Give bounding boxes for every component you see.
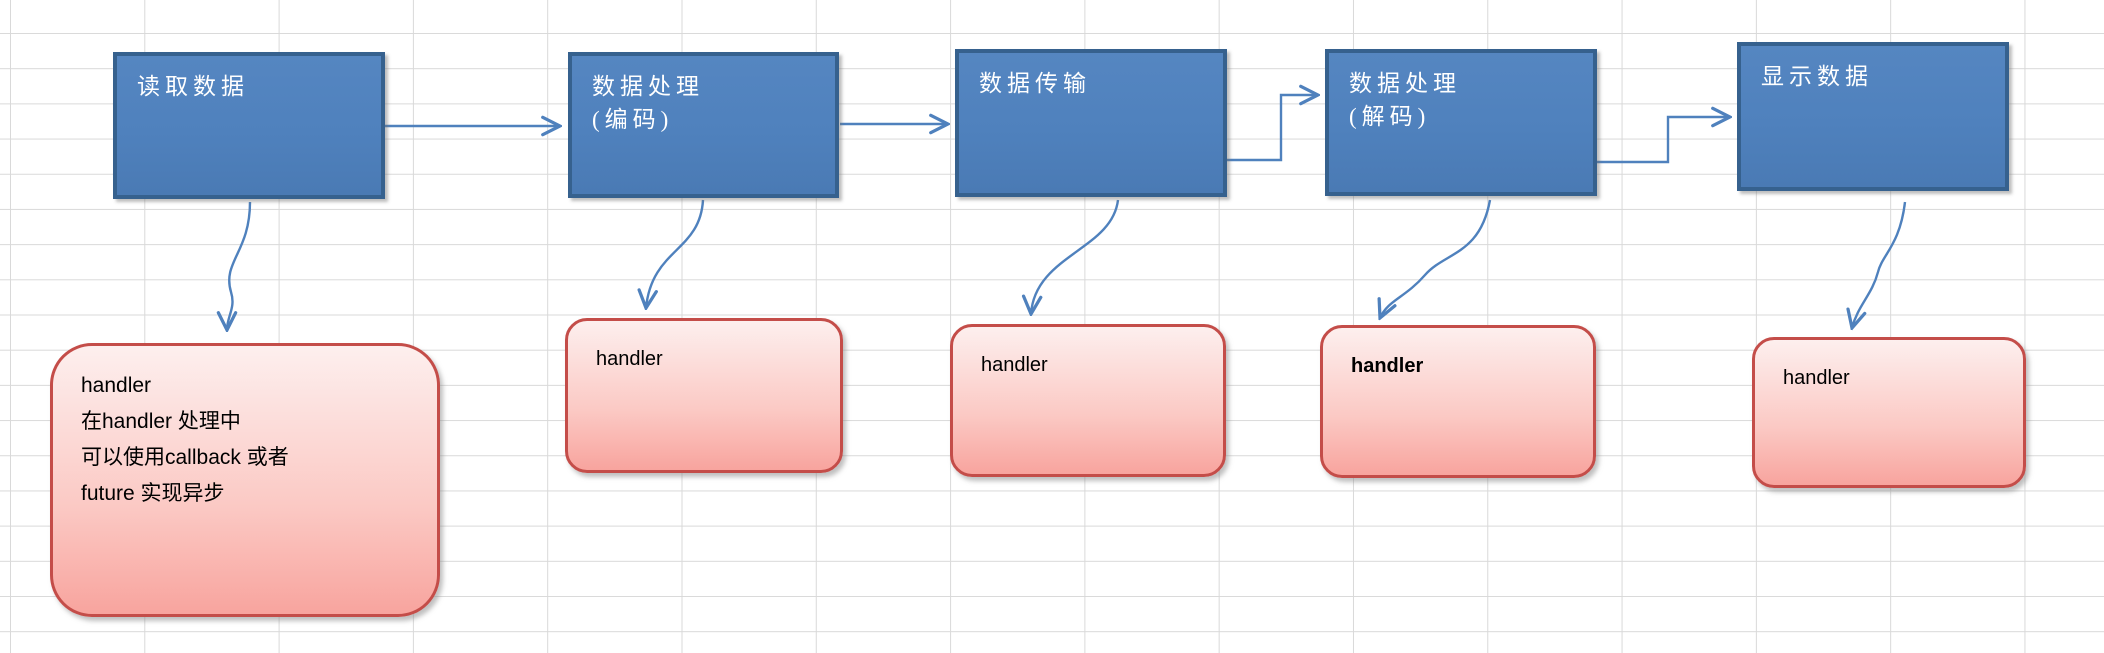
process-node-label: 数据传输 xyxy=(979,71,1091,96)
handler-note-decode: handler xyxy=(1320,325,1596,478)
handler-note-line: handler xyxy=(981,354,1048,376)
drop-arrow-encode-handler xyxy=(646,199,705,308)
process-node-encode: 数据处理 (编码) xyxy=(568,52,839,198)
process-node-transfer: 数据传输 xyxy=(955,49,1227,197)
drop-arrow-read-handler xyxy=(227,201,252,330)
drop-arrow-decode-handler xyxy=(1380,199,1492,318)
handler-note-line: handler xyxy=(1351,355,1424,377)
process-node-label-line2: (解码) xyxy=(1349,104,1431,130)
drop-arrow-display-handler xyxy=(1852,201,1907,328)
process-node-label: 数据处理 xyxy=(1349,71,1461,96)
process-node-display: 显示数据 xyxy=(1737,42,2009,191)
connector-decode-to-display xyxy=(1597,117,1730,164)
process-node-label: 读取数据 xyxy=(137,74,249,99)
drop-arrow-transfer-handler xyxy=(1031,199,1120,314)
handler-note-line: 可以使用callback 或者 xyxy=(81,446,289,470)
handler-note-display: handler xyxy=(1752,337,2026,488)
handler-note-line: handler xyxy=(1783,367,1850,389)
handler-note-line: 在handler 处理中 xyxy=(81,410,241,434)
process-node-label-line2: (编码) xyxy=(592,107,674,133)
process-node-read: 读取数据 xyxy=(113,52,385,199)
process-node-label: 显示数据 xyxy=(1761,64,1873,89)
process-node-decode: 数据处理 (解码) xyxy=(1325,49,1597,196)
process-node-label: 数据处理 xyxy=(592,74,704,99)
handler-note-line: future 实现异步 xyxy=(81,482,225,506)
handler-note-read: handler 在handler 处理中 可以使用callback 或者 fut… xyxy=(50,343,440,617)
handler-note-line: handler xyxy=(596,348,663,370)
handler-note-transfer: handler xyxy=(950,324,1226,477)
connector-transfer-to-decode xyxy=(1227,95,1318,162)
handler-note-encode: handler xyxy=(565,318,843,473)
handler-note-line: handler xyxy=(81,374,152,397)
